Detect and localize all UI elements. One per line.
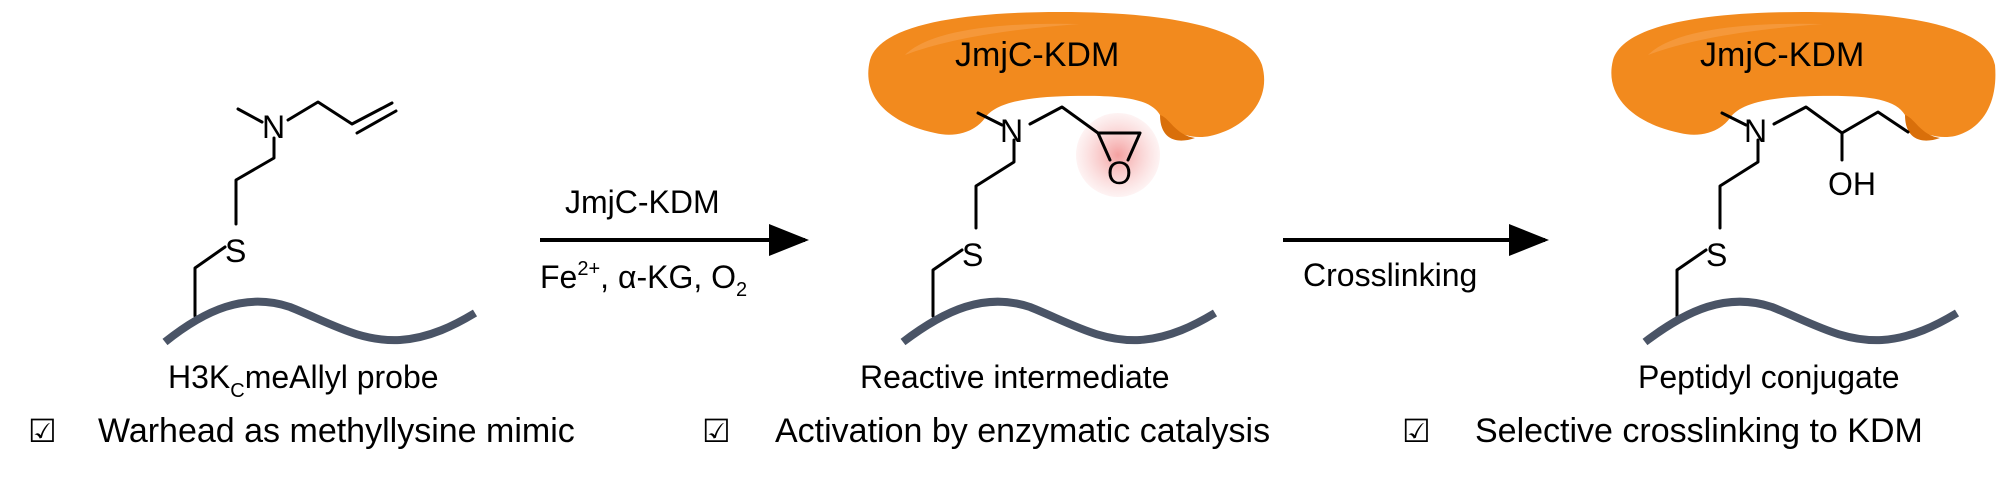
probe-peptide-backbone bbox=[162, 297, 478, 346]
int-atom-o: O bbox=[1107, 155, 1132, 191]
intermediate-label: Reactive intermediate bbox=[860, 359, 1169, 395]
probe-n-allyl-bond bbox=[286, 100, 394, 126]
int-chain-bonds bbox=[974, 138, 1016, 230]
probe-allyl-double-bond bbox=[355, 109, 398, 135]
int-s-bonds bbox=[931, 248, 964, 318]
conj-atom-s: S bbox=[1706, 237, 1727, 273]
check-item-2: Activation by enzymatic catalysis bbox=[775, 412, 1270, 450]
probe-s-bonds bbox=[193, 245, 227, 318]
probe-label: H3KCmeAllyl probe bbox=[168, 359, 439, 402]
conj-s-bonds bbox=[1675, 248, 1708, 318]
enzyme-2-label: JmjC-KDM bbox=[1700, 36, 1864, 74]
step1-cofactors: Fe2+, α-KG, O2 bbox=[540, 258, 747, 301]
conj-atom-n: N bbox=[1744, 113, 1767, 149]
reaction-arrow-activation: JmjC-KDM Fe2+, α-KG, O2 bbox=[540, 184, 809, 301]
probe-structure: N S H3KCmeAllyl probe bbox=[162, 100, 478, 402]
feature-checklist: ☑ Warhead as methyllysine mimic ☑ Activa… bbox=[28, 412, 1923, 450]
checkbox-icon: ☑ bbox=[702, 413, 731, 449]
int-peptide-backbone bbox=[900, 297, 1218, 346]
int-atom-n: N bbox=[1000, 113, 1023, 149]
int-epoxide-ring bbox=[1096, 131, 1142, 162]
probe-atom-s: S bbox=[225, 233, 246, 269]
reaction-arrow-crosslinking: Crosslinking bbox=[1283, 224, 1549, 293]
checkbox-icon: ☑ bbox=[28, 413, 57, 449]
jmjc-kdm-enzyme-2: JmjC-KDM bbox=[1611, 12, 1996, 141]
conj-atom-oh: OH bbox=[1828, 166, 1876, 202]
step1-enzyme-label: JmjC-KDM bbox=[565, 184, 720, 220]
check-item-1: Warhead as methyllysine mimic bbox=[98, 412, 575, 450]
conj-peptide-backbone bbox=[1642, 297, 1960, 346]
check-item-3: Selective crosslinking to KDM bbox=[1475, 412, 1923, 450]
checkbox-icon: ☑ bbox=[1402, 413, 1431, 449]
probe-chain-bonds bbox=[234, 136, 276, 226]
conj-n-chain-bond bbox=[1772, 105, 1910, 135]
conjugate-label: Peptidyl conjugate bbox=[1638, 359, 1900, 395]
conj-chain-bonds bbox=[1718, 138, 1760, 230]
step2-label: Crosslinking bbox=[1303, 257, 1477, 293]
enzyme-1-label: JmjC-KDM bbox=[955, 36, 1119, 74]
probe-n-methyl-bond bbox=[236, 107, 264, 124]
intermediate-structure: JmjC-KDM N O S Reactive intermediate bbox=[860, 12, 1265, 395]
conj-n-methyl-bond bbox=[1720, 111, 1748, 127]
int-n-methyl-bond bbox=[976, 111, 1004, 127]
conjugate-structure: JmjC-KDM N OH S Peptidyl conjugate bbox=[1611, 12, 1996, 395]
int-atom-s: S bbox=[962, 237, 983, 273]
jmjc-kdm-enzyme-1: JmjC-KDM bbox=[868, 12, 1265, 141]
int-n-ch2-bond bbox=[1028, 105, 1100, 135]
probe-atom-n: N bbox=[262, 109, 285, 145]
